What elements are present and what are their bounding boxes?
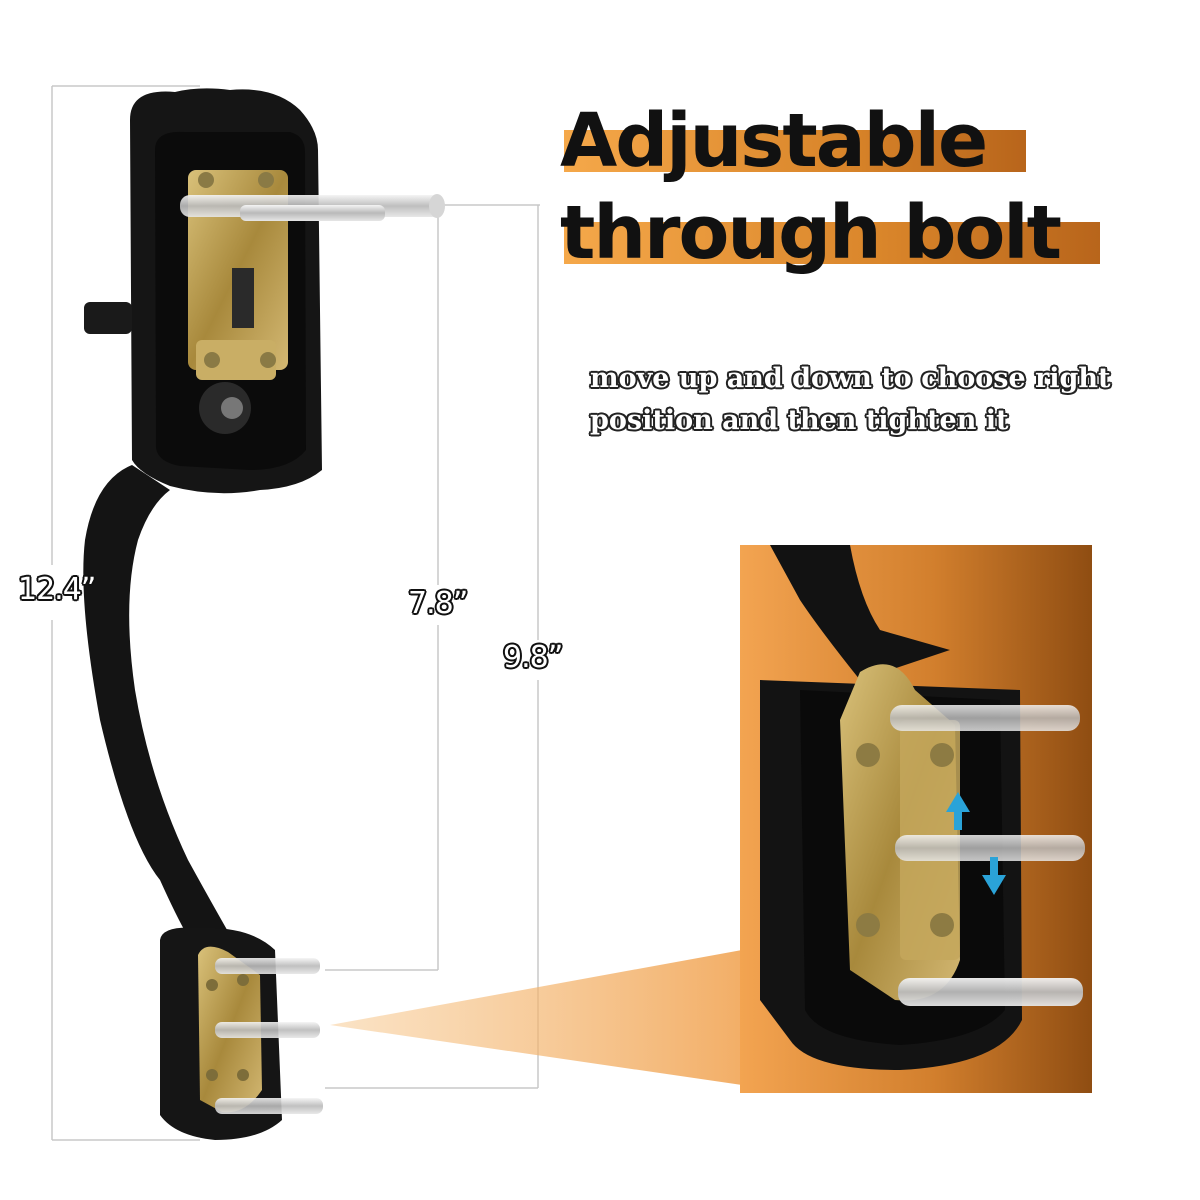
top-escutcheon <box>84 88 445 494</box>
title-text-2: through bolt <box>560 190 1062 276</box>
zoom-beam <box>330 950 742 1085</box>
dimension-total-height: 12.4” <box>18 572 96 607</box>
adjust-arrows-icon <box>946 792 1006 895</box>
title-highlight <box>564 130 1027 172</box>
dimension-bolt-spacing-long: 9.8” <box>503 640 563 675</box>
title-text-1: Adjustable <box>560 98 988 184</box>
title-highlight <box>564 222 1101 264</box>
title-line-2: through bolt <box>560 190 1101 276</box>
instruction-text: move up and down to choose right positio… <box>590 363 1111 436</box>
zoom-detail-panel <box>740 545 1092 1093</box>
title-line-1: Adjustable <box>560 98 1027 184</box>
dimension-bolt-spacing-short: 7.8” <box>408 586 468 621</box>
handle-grip <box>83 465 230 940</box>
bottom-escutcheon <box>160 927 323 1140</box>
